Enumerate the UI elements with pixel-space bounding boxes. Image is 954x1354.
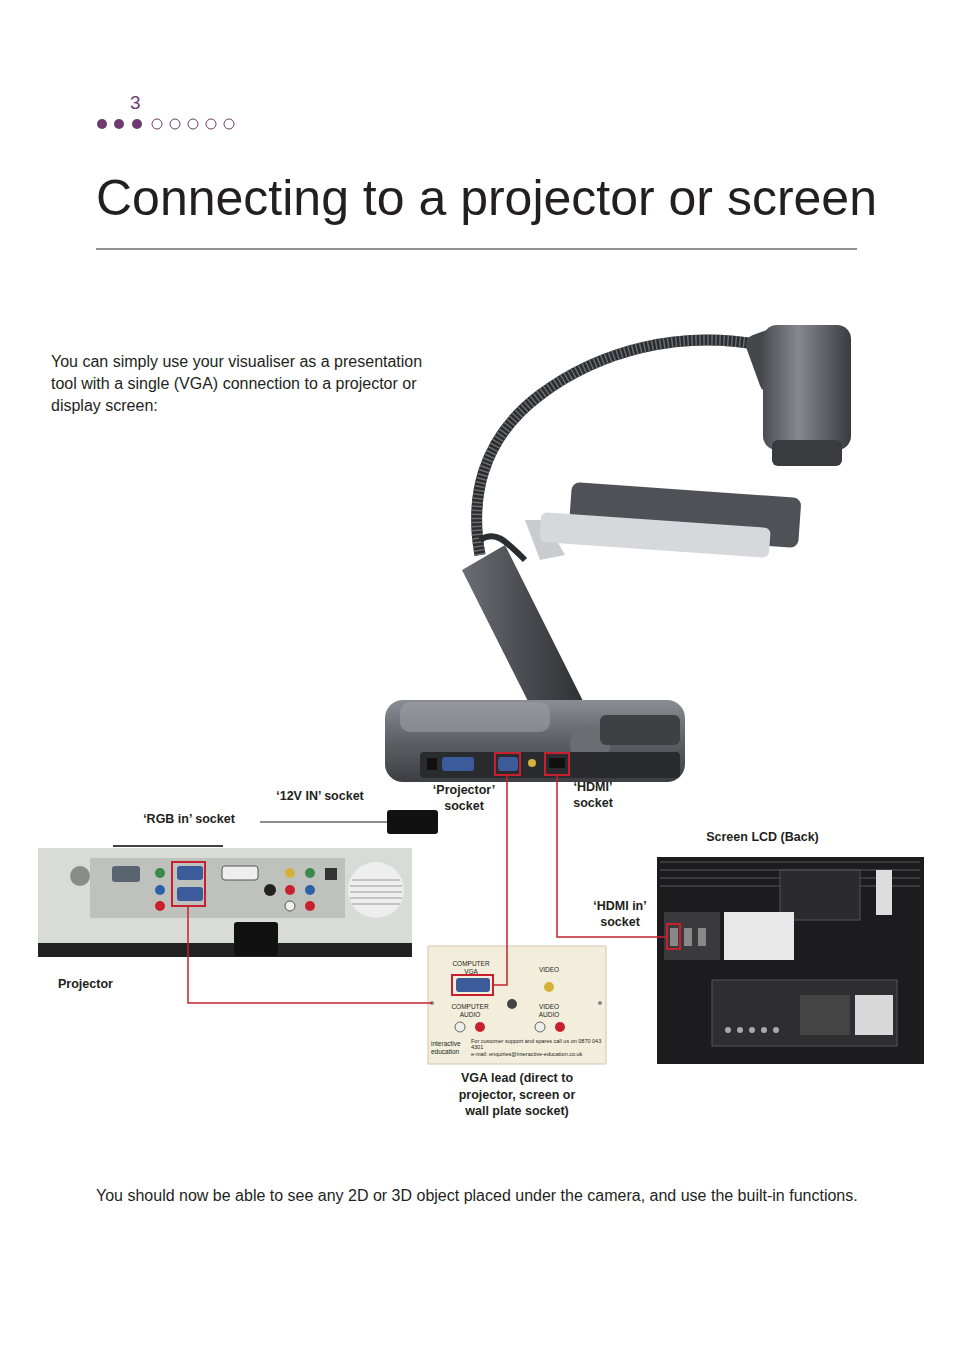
device-label: Projector: [58, 976, 138, 992]
socket-label: ‘Projector’ socket: [425, 782, 503, 814]
socket-label: ‘RGB in’ socket: [140, 811, 238, 827]
socket-label: ‘HDMI’ socket: [563, 779, 623, 811]
intro-text: You can simply use your visualiser as a …: [51, 351, 451, 417]
signal-wires: [188, 775, 667, 1003]
page-title: Connecting to a projector or screen: [96, 168, 877, 228]
screen-back-photo: [657, 857, 924, 1064]
power-lead: [260, 821, 387, 822]
socket-label: ‘12V IN’ socket: [270, 788, 370, 804]
closing-text: You should now be able to see any 2D or …: [96, 1185, 866, 1207]
plate-label: COMPUTER AUDIO: [447, 1003, 493, 1018]
projector-photo: [38, 845, 412, 957]
lead-label: VGA lead (direct to projector, screen or…: [447, 1070, 587, 1120]
page-number: 3: [130, 92, 150, 114]
socket-label: ‘HDMI in’ socket: [578, 898, 662, 930]
plate-label: VIDEO: [530, 966, 568, 974]
title-rule: [96, 249, 857, 250]
plate-support: For customer support and spares call us …: [471, 1038, 604, 1051]
progress-dots: [97, 119, 234, 129]
wall-plate: [428, 946, 606, 1064]
plate-label: COMPUTER VGA: [450, 960, 492, 975]
plate-label: VIDEO AUDIO: [530, 1003, 568, 1018]
device-label: Screen LCD (Back): [690, 829, 835, 845]
plate-brand: interactive education: [431, 1040, 469, 1055]
plate-support: e-mail: enquiries@interactive-education.…: [471, 1051, 604, 1057]
visualiser: [385, 325, 851, 782]
power-plug: [387, 810, 438, 834]
